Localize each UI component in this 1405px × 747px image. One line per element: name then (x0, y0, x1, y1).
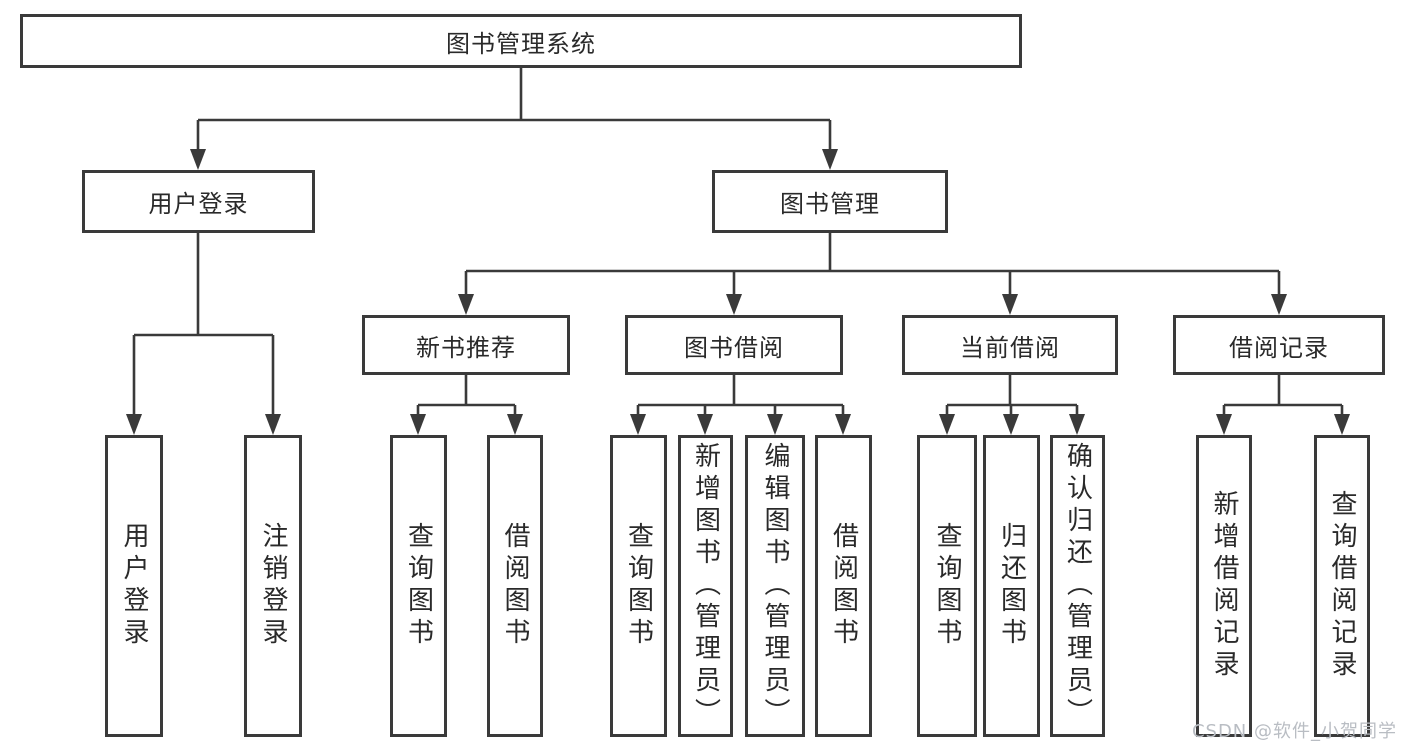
node-book-management: 图书管理 (712, 170, 948, 233)
leaf-user-login: 用户登录 (105, 435, 163, 737)
node-label: 图书管理 (780, 190, 880, 218)
node-label: 图书管理系统 (446, 29, 596, 58)
leaf-edit-books-admin: 编辑图书（管理员） (745, 435, 805, 737)
node-label: 当前借阅 (960, 333, 1060, 362)
node-label: 借阅记录 (1229, 333, 1329, 362)
csdn-watermark: CSDN @软件_小贺同学 (1191, 721, 1397, 742)
leaf-label: 注销登录 (258, 522, 288, 650)
leaf-add-borrow-record: 新增借阅记录 (1196, 435, 1252, 737)
leaf-add-books-admin: 新增图书（管理员） (678, 435, 733, 737)
leaf-label: 查询图书 (932, 522, 962, 650)
leaf-label: 查询图书 (623, 522, 654, 650)
leaf-label: 新增图书（管理员） (690, 442, 721, 730)
leaf-query-books-recommend: 查询图书 (390, 435, 447, 737)
leaf-label: 借阅图书 (500, 522, 530, 650)
leaf-query-books-current: 查询图书 (917, 435, 977, 737)
node-current-borrowing: 当前借阅 (902, 315, 1118, 375)
leaf-return-books: 归还图书 (983, 435, 1040, 737)
leaf-query-borrow-record: 查询借阅记录 (1314, 435, 1370, 737)
leaf-logout: 注销登录 (244, 435, 302, 737)
leaf-label: 借阅图书 (828, 522, 859, 650)
node-user-login: 用户登录 (82, 170, 315, 233)
leaf-borrow-books-recommend: 借阅图书 (487, 435, 543, 737)
node-root-system: 图书管理系统 (20, 14, 1022, 68)
node-label: 用户登录 (148, 190, 249, 218)
node-borrowing-records: 借阅记录 (1173, 315, 1385, 375)
leaf-label: 查询图书 (403, 522, 434, 650)
leaf-label: 用户登录 (119, 522, 149, 650)
node-book-borrowing: 图书借阅 (625, 315, 843, 375)
leaf-label: 归还图书 (996, 522, 1027, 650)
node-label: 新书推荐 (416, 333, 516, 362)
leaf-query-books-borrowing: 查询图书 (610, 435, 667, 737)
leaf-label: 确认归还（管理员） (1062, 442, 1093, 730)
leaf-label: 新增借阅记录 (1209, 490, 1239, 682)
leaf-label: 查询借阅记录 (1327, 490, 1357, 682)
leaf-confirm-return-admin: 确认归还（管理员） (1050, 435, 1105, 737)
leaf-label: 编辑图书（管理员） (760, 442, 790, 730)
node-label: 图书借阅 (684, 333, 784, 362)
leaf-borrow-books: 借阅图书 (815, 435, 872, 737)
node-new-book-recommend: 新书推荐 (362, 315, 570, 375)
